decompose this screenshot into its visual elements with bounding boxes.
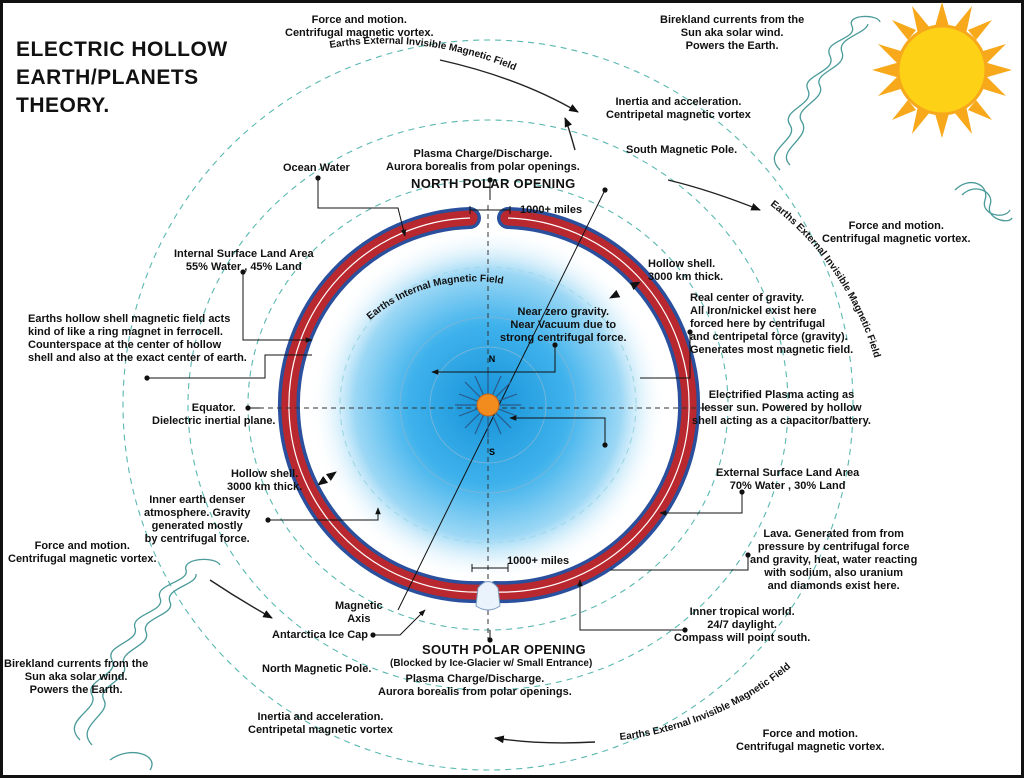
label-internal-surface: Internal Surface Land Area 55% Water , 4… <box>174 248 314 273</box>
label-miles-top: 1000+ miles <box>520 204 583 216</box>
label-inertia-top: Inertia and acceleration. Centripetal ma… <box>606 96 751 121</box>
external-field-label-top: Earths External Invisible Magnetic Field <box>329 36 518 74</box>
leader-lines <box>147 178 749 640</box>
label-external-surface: External Surface Land Area 70% Water , 3… <box>716 467 860 492</box>
label-electrified-plasma: Electrified Plasma acting as lesser sun.… <box>692 389 871 427</box>
leader-dots <box>144 175 751 643</box>
compass-south: S <box>489 447 495 457</box>
label-north-polar-opening: NORTH POLAR OPENING <box>411 176 576 191</box>
label-inertia-bottom: Inertia and acceleration. Centripetal ma… <box>248 711 393 736</box>
label-plasma-bottom: Plasma Charge/Discharge. Aurora borealis… <box>378 673 572 698</box>
label-force-top: Force and motion. Centrifugal magnetic v… <box>285 14 434 39</box>
birkeland-current-top-icon <box>773 15 1013 222</box>
label-north-magnetic-pole: North Magnetic Pole. <box>262 663 372 675</box>
label-force-bottom: Force and motion. Centrifugal magnetic v… <box>736 728 885 753</box>
label-equator: Equator. Dielectric inertial plane. <box>152 402 276 427</box>
thickness-arrow-left <box>317 471 337 486</box>
earth-shell <box>277 207 701 604</box>
compass-north: N <box>489 354 496 364</box>
label-miles-bottom: 1000+ miles <box>507 555 570 567</box>
label-magnetic-axis: Magnetic Axis <box>335 600 383 625</box>
label-inner-atmosphere: Inner earth denser atmosphere. Gravity g… <box>144 494 251 545</box>
label-birkeland-top: Birekland currents from the Sun aka sola… <box>660 14 805 52</box>
label-ring-magnet: Earths hollow shell magnetic field acts … <box>28 313 247 364</box>
label-inner-tropical-world: Inner tropical world. 24/7 daylight. Com… <box>674 606 811 644</box>
label-south-polar-opening: SOUTH POLAR OPENING <box>422 642 586 657</box>
sun-icon <box>872 2 1012 138</box>
label-south-magnetic-pole: South Magnetic Pole. <box>626 144 738 156</box>
vortex-arrows <box>209 59 761 744</box>
thickness-arrow-right <box>609 281 641 299</box>
label-plasma-top: Plasma Charge/Discharge. Aurora borealis… <box>386 148 580 173</box>
label-antarctica-ice-cap: Antarctica Ice Cap <box>272 629 368 641</box>
label-ocean-water: Ocean Water <box>283 162 350 174</box>
birkeland-current-bottom-icon <box>73 558 221 771</box>
label-hollow-shell-right: Hollow shell. 3000 km thick. <box>648 258 724 283</box>
label-real-center-gravity: Real center of gravity. All Iron/nickel … <box>690 292 854 356</box>
miles-bracket-bottom <box>471 564 509 572</box>
ice-cap-icon <box>475 581 501 611</box>
diagram-title: ELECTRIC HOLLOW EARTH/PLANETS THEORY. <box>16 38 228 117</box>
label-force-left: Force and motion. Centrifugal magnetic v… <box>8 540 157 565</box>
label-force-right: Force and motion. Centrifugal magnetic v… <box>822 220 971 245</box>
label-hollow-shell-left: Hollow shell. 3000 km thick. <box>227 468 303 493</box>
label-birkeland-bottom: Birekland currents from the Sun aka sola… <box>4 658 149 696</box>
inner-sun <box>455 372 521 438</box>
miles-bracket-top <box>469 206 511 214</box>
label-lava: Lava. Generated from from pressure by ce… <box>750 528 918 592</box>
label-near-zero-gravity: Near zero gravity. Near Vacuum due to st… <box>500 306 627 344</box>
label-blocked-by-ice: (Blocked by Ice-Glacier w/ Small Entranc… <box>390 658 593 669</box>
